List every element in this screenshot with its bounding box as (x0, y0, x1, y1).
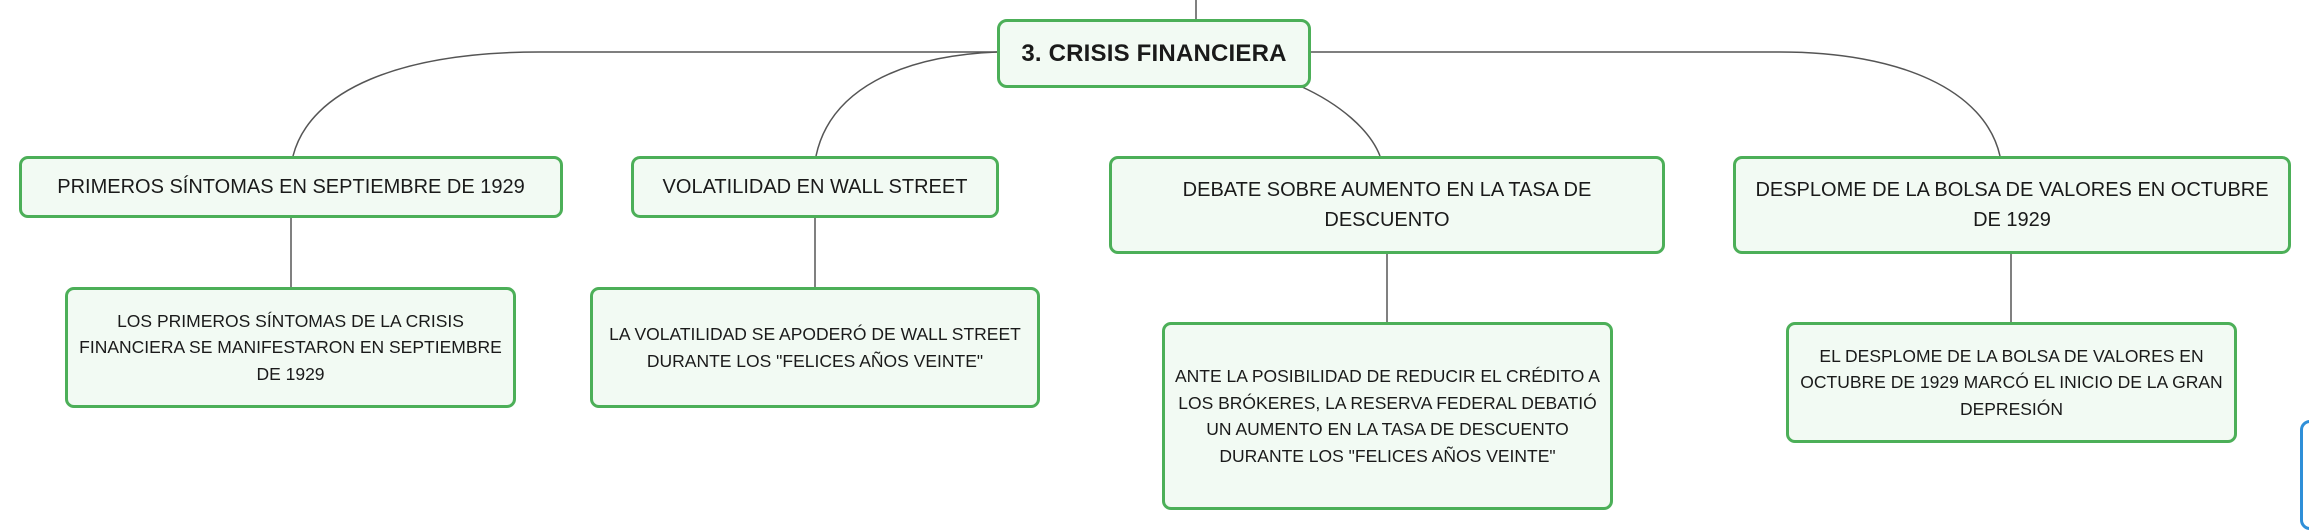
detail-text: ANTE LA POSIBILIDAD DE REDUCIR EL CRÉDIT… (1175, 366, 1600, 466)
root-topic-label: 3. CRISIS FINANCIERA (1021, 39, 1287, 67)
connector-root-branch-3 (1299, 85, 1381, 157)
detail-node-volatilidad[interactable]: LA VOLATILIDAD SE APODERÓ DE WALL STREET… (590, 287, 1040, 408)
side-panel-tab[interactable] (2300, 420, 2309, 530)
branch-node-primeros-sintomas[interactable]: PRIMEROS SÍNTOMAS EN SEPTIEMBRE DE 1929 (19, 156, 563, 218)
branch-label: PRIMEROS SÍNTOMAS EN SEPTIEMBRE DE 1929 (57, 176, 525, 198)
branch-label: DEBATE SOBRE AUMENTO EN LA TASA DE DESCU… (1182, 179, 1592, 231)
connector-root-branch-4 (1311, 51, 2001, 157)
branch-node-volatilidad[interactable]: VOLATILIDAD EN WALL STREET (631, 156, 999, 218)
root-topic-node[interactable]: 3. CRISIS FINANCIERA (997, 19, 1311, 88)
detail-text: EL DESPLOME DE LA BOLSA DE VALORES EN OC… (1800, 345, 2223, 419)
branch-node-debate-tasa[interactable]: DEBATE SOBRE AUMENTO EN LA TASA DE DESCU… (1109, 156, 1665, 254)
connector-root-branch-2 (815, 51, 998, 157)
connector-root-branch-1 (292, 51, 997, 157)
detail-text: LA VOLATILIDAD SE APODERÓ DE WALL STREET… (609, 324, 1021, 371)
detail-node-desplome-bolsa[interactable]: EL DESPLOME DE LA BOLSA DE VALORES EN OC… (1786, 322, 2237, 443)
detail-node-primeros-sintomas[interactable]: LOS PRIMEROS SÍNTOMAS DE LA CRISIS FINAN… (65, 287, 516, 408)
detail-text: LOS PRIMEROS SÍNTOMAS DE LA CRISIS FINAN… (79, 310, 502, 384)
branch-label: DESPLOME DE LA BOLSA DE VALORES EN OCTUB… (1755, 179, 2269, 231)
branch-label: VOLATILIDAD EN WALL STREET (662, 176, 968, 198)
branch-node-desplome-bolsa[interactable]: DESPLOME DE LA BOLSA DE VALORES EN OCTUB… (1733, 156, 2291, 254)
detail-node-debate-tasa[interactable]: ANTE LA POSIBILIDAD DE REDUCIR EL CRÉDIT… (1162, 322, 1613, 510)
